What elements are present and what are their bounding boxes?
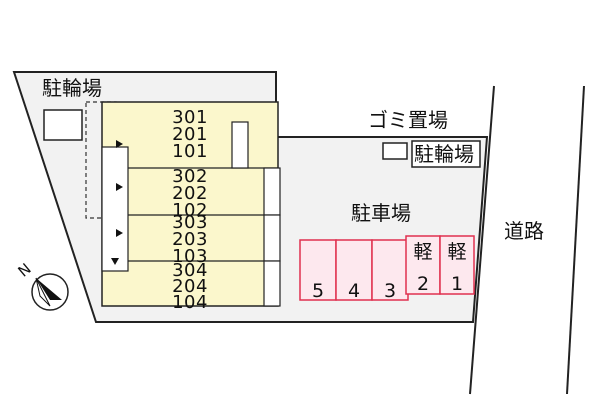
parking-space-type: 軽 (447, 241, 466, 263)
unit-block: 304 204 104 (172, 260, 208, 313)
entrance-arrow (111, 258, 119, 265)
parking-space-number: 3 (384, 280, 396, 302)
road-edge-line (469, 85, 495, 395)
room-number: 202 (172, 183, 208, 204)
north-label: N (15, 260, 35, 281)
balcony (263, 214, 281, 262)
road-label: 道路 (504, 219, 544, 243)
parking-space-number: 4 (348, 280, 360, 302)
entrance-arrow (116, 229, 123, 237)
road-edge-line (566, 85, 585, 395)
garbage-label: ゴミ置場 (368, 108, 448, 132)
bicycle-rack-box (43, 109, 83, 141)
balcony (263, 260, 281, 307)
garbage-box (382, 142, 408, 160)
entrance-arrow (116, 183, 123, 191)
corridor-strip (101, 146, 129, 272)
room-number: 304 (172, 260, 208, 281)
bicycle-parking-small-box (411, 140, 481, 168)
room-number: 303 (172, 212, 208, 233)
parking-space-type: 軽 (413, 241, 432, 263)
north-compass-icon: N (15, 260, 69, 311)
parking-space (299, 239, 337, 301)
room-number: 101 (172, 141, 208, 162)
room-number: 204 (172, 276, 208, 297)
balcony (231, 121, 249, 169)
room-number: 203 (172, 229, 208, 250)
room-number: 102 (172, 200, 208, 221)
unit-block: 303 203 103 (172, 212, 208, 267)
room-number: 302 (172, 166, 208, 187)
room-number: 201 (172, 124, 208, 145)
building (101, 101, 279, 307)
room-number: 301 (172, 107, 208, 128)
room-number: 104 (172, 292, 208, 313)
parking-space (371, 239, 409, 301)
balcony (263, 167, 281, 216)
parking-label: 駐車場 (351, 201, 411, 225)
unit-block: 301 201 101 (172, 107, 208, 162)
parking-space-number: 2 (417, 273, 429, 295)
parking-space-kei (439, 235, 475, 295)
parking-space-number: 1 (451, 273, 463, 295)
entrance-arrow (116, 140, 123, 148)
parking-space-number: 5 (312, 280, 324, 302)
bicycle-parking-small-label: 駐輪場 (414, 142, 474, 166)
bicycle-parking-label: 駐輪場 (42, 76, 102, 100)
room-number: 103 (172, 246, 208, 267)
unit-block: 302 202 102 (172, 166, 208, 221)
